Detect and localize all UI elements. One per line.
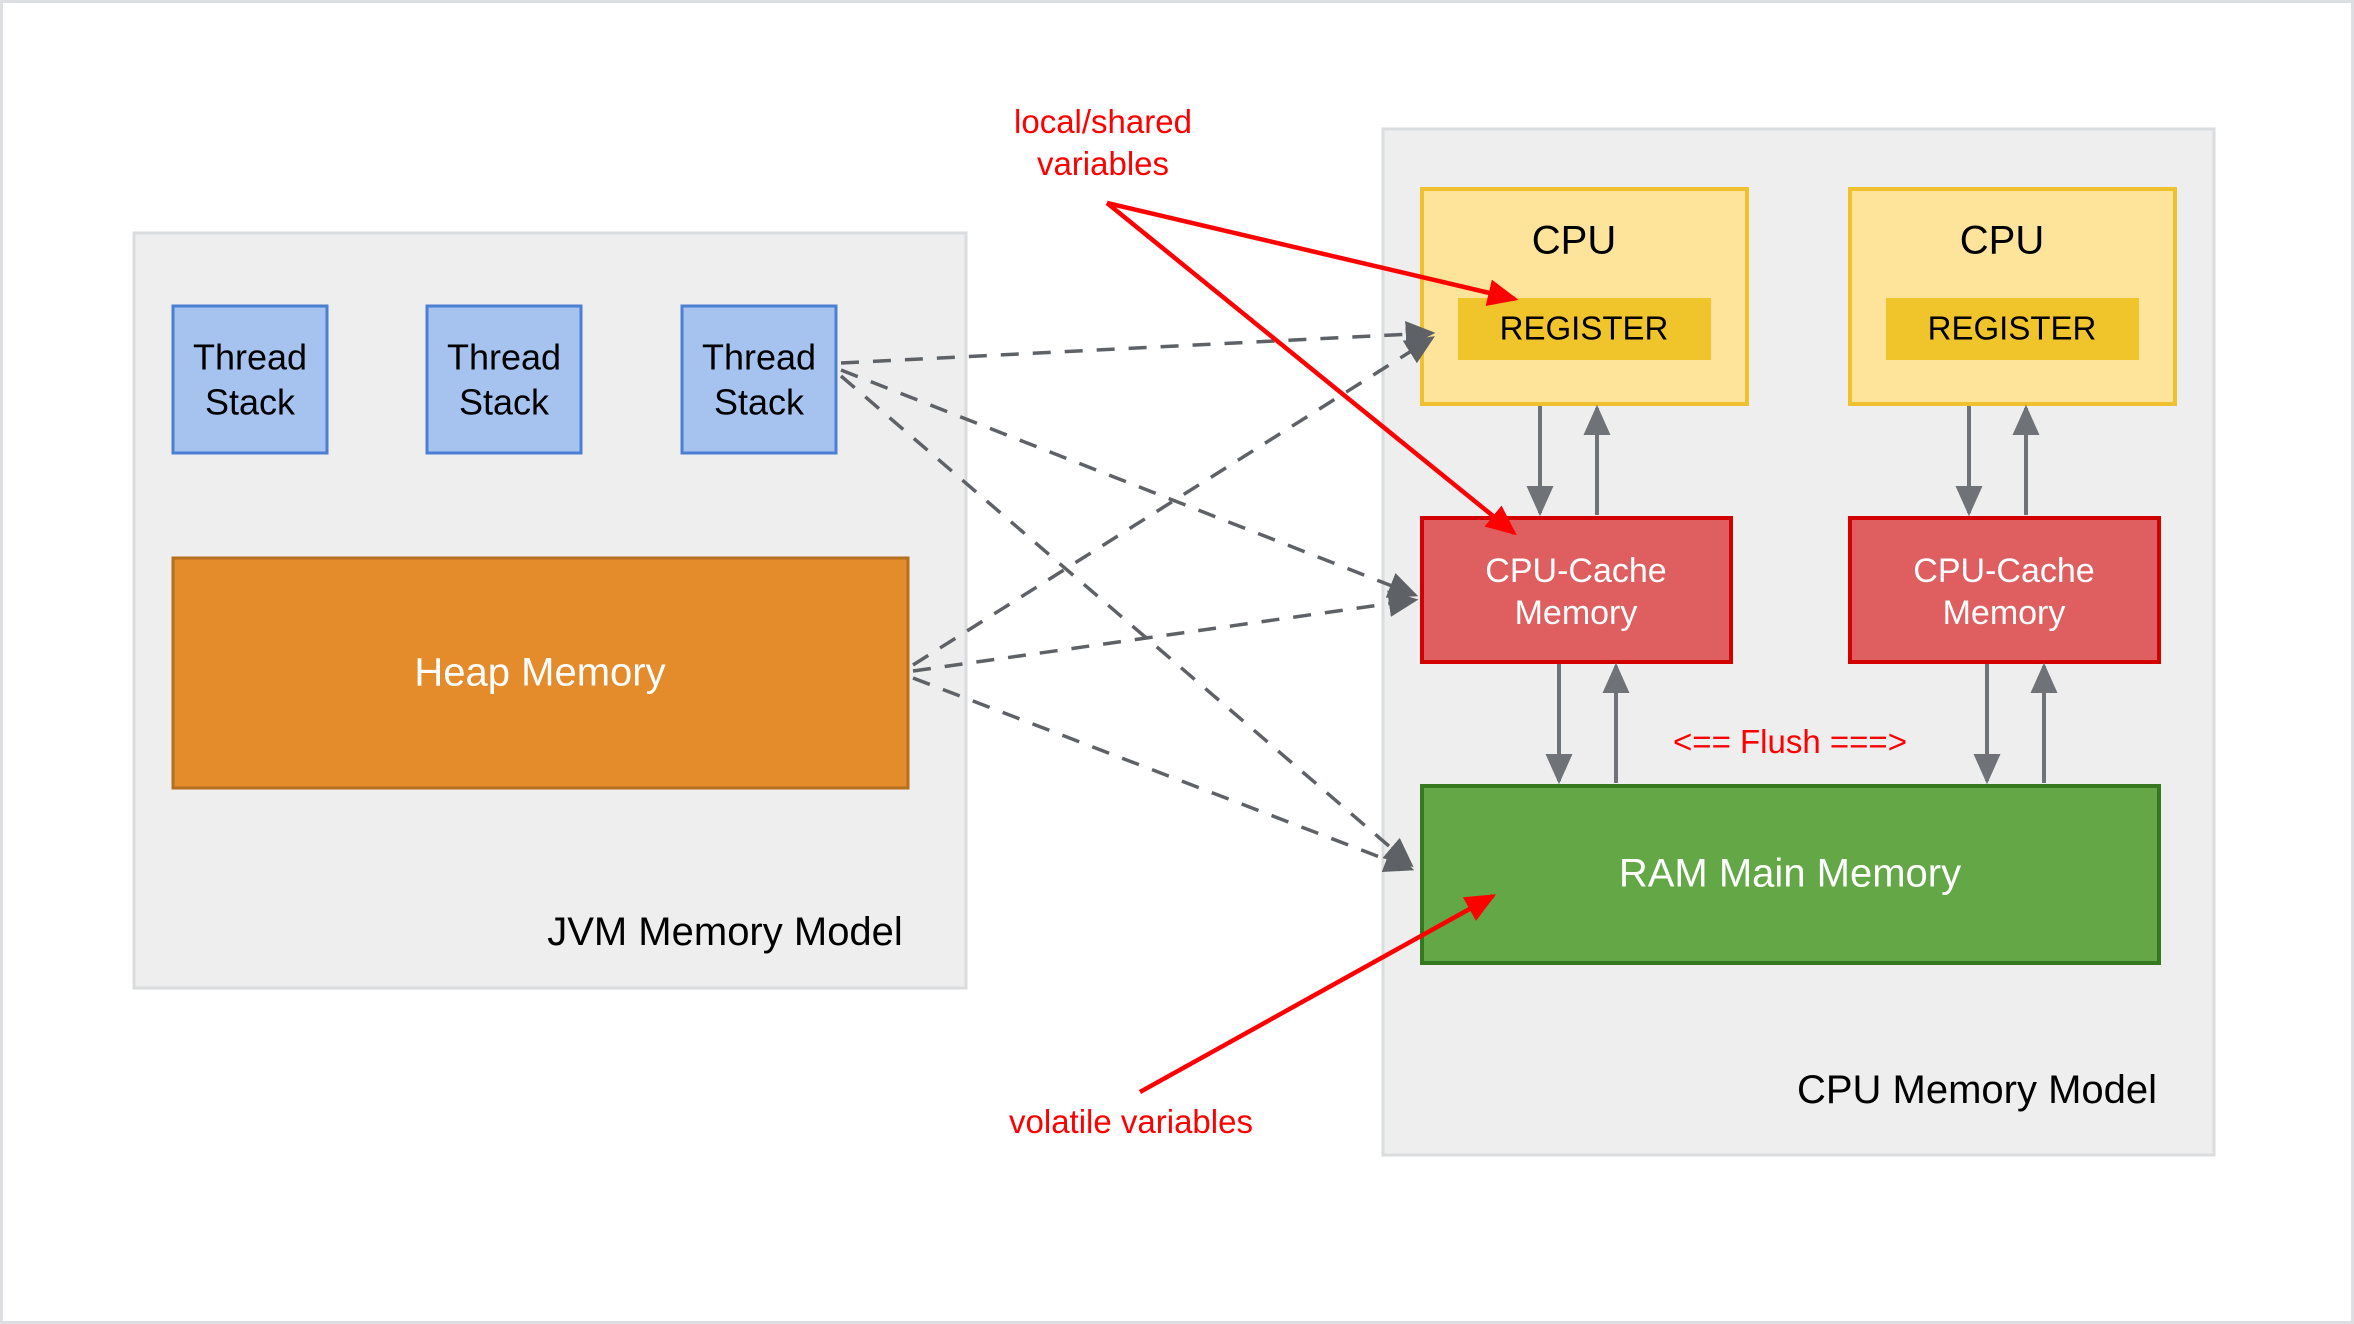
heap-memory-label: Heap Memory [414, 651, 665, 695]
local-shared-variables-label-line2: variables [1037, 145, 1169, 182]
connector-threadstack-to-cache [840, 368, 1419, 598]
cpu-cache-box-2[interactable] [1848, 516, 2161, 664]
volatile-variables-label: volatile variables [1009, 1103, 1253, 1140]
red-arrow-to-ram [1138, 894, 1497, 1094]
red-arrow-to-cache [1105, 201, 1517, 536]
cpu-title-2: CPU [1960, 219, 2044, 263]
thread-stack-label-1-line1: Thread [193, 337, 307, 378]
thread-stack-1[interactable] [171, 304, 329, 455]
register-label-1: REGISTER [1500, 310, 1669, 347]
thread-stack-label-3-line2: Stack [714, 382, 805, 423]
cache-label-2-line2: Memory [1943, 594, 2066, 632]
thread-stack-label-2-line1: Thread [447, 337, 561, 378]
cpu-box-1[interactable] [1420, 187, 1749, 406]
connector-threadstack-to-register [840, 321, 1436, 365]
local-shared-variables-label-line1: local/shared [1014, 103, 1192, 140]
connector-heap-to-ram [912, 676, 1415, 873]
register-box-2[interactable] [1886, 298, 2139, 360]
thread-stack-2[interactable] [425, 304, 583, 455]
cpu-box-2[interactable] [1848, 187, 2177, 406]
flush-label: <== Flush ===> [1673, 723, 1907, 760]
register-label-2: REGISTER [1928, 310, 2097, 347]
ram-memory-label: RAM Main Memory [1619, 852, 1961, 896]
thread-stack-label-3-line1: Thread [702, 337, 816, 378]
red-arrow-to-register [1106, 200, 1519, 306]
cpu-model-label: CPU Memory Model [1797, 1068, 2157, 1112]
cache-label-1-line2: Memory [1515, 594, 1638, 632]
jvm-model-label: JVM Memory Model [547, 910, 903, 954]
connector-heap-to-cache [912, 590, 1419, 673]
ram-box[interactable] [1420, 784, 2161, 965]
cpu-cache-box-1[interactable] [1420, 516, 1733, 664]
thread-stack-label-2-line2: Stack [459, 382, 550, 423]
cache-label-1-line1: CPU-Cache [1485, 552, 1666, 590]
diagram-svg: Thread Stack Thread Stack Thread Stack H… [132, 103, 2216, 1157]
cpu-title-1: CPU [1532, 219, 1616, 263]
thread-stack-3[interactable] [680, 304, 838, 455]
register-box-1[interactable] [1458, 298, 1711, 360]
thread-stack-label-1-line2: Stack [205, 382, 296, 423]
connector-threadstack-to-ram [839, 374, 1414, 868]
heap-memory-box[interactable] [171, 556, 910, 790]
connector-heap-to-register [912, 336, 1435, 667]
cache-label-2-line1: CPU-Cache [1913, 552, 2094, 590]
